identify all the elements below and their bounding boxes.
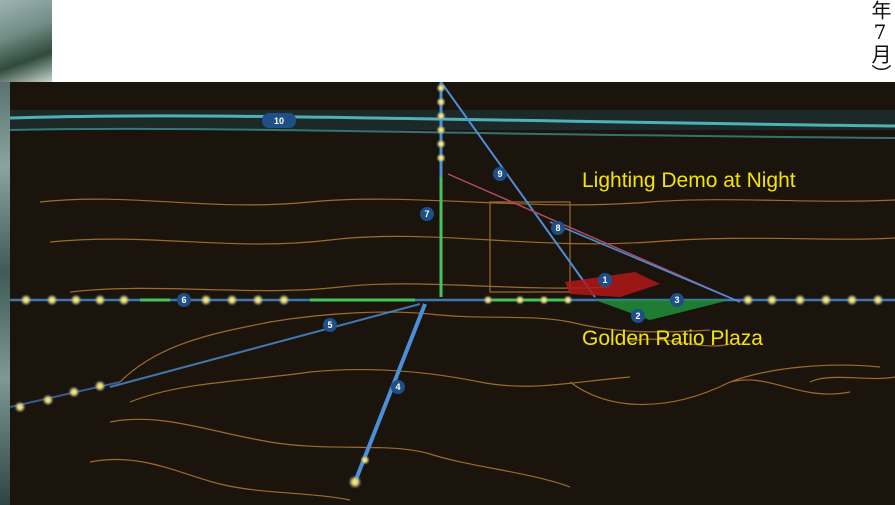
marker-4: 4 [391, 380, 405, 394]
vertical-caption-fragment: 年7月） [868, 0, 892, 84]
map-overlay: 1 2 3 4 5 6 7 8 9 10 [10, 82, 895, 501]
route-markers: 1 2 3 4 5 6 7 8 9 10 [177, 113, 684, 394]
left-photo-strip [0, 82, 10, 505]
marker-10: 10 [262, 113, 296, 128]
golden-ratio-plaza-label: Golden Ratio Plaza [582, 327, 763, 350]
marker-6: 6 [177, 293, 191, 307]
marker-8: 8 [551, 221, 565, 235]
svg-text:3: 3 [674, 295, 679, 305]
marker-2: 2 [631, 309, 645, 323]
svg-text:8: 8 [555, 223, 560, 233]
marker-1: 1 [598, 273, 612, 287]
night-map-image: 1 2 3 4 5 6 7 8 9 10 Lighting Demo at Ni… [10, 82, 895, 505]
marker-9: 9 [493, 167, 507, 181]
svg-text:9: 9 [497, 169, 502, 179]
route-8-line [447, 173, 741, 303]
marker-7: 7 [420, 207, 434, 221]
cropped-photo-fragment [0, 0, 52, 82]
svg-text:2: 2 [635, 311, 640, 321]
svg-text:6: 6 [181, 295, 186, 305]
svg-text:4: 4 [395, 382, 400, 392]
route-8-blue-line [549, 221, 741, 303]
lighting-demo-label: Lighting Demo at Night [582, 169, 796, 192]
route-10-line-secondary [10, 127, 895, 139]
svg-text:10: 10 [274, 116, 284, 126]
zone-1-red-area [565, 272, 660, 297]
route-10-line [10, 114, 895, 128]
svg-text:7: 7 [424, 209, 429, 219]
marker-3: 3 [670, 293, 684, 307]
marker-5: 5 [323, 318, 337, 332]
svg-text:5: 5 [327, 320, 332, 330]
svg-text:1: 1 [602, 275, 607, 285]
route-4-line [353, 303, 427, 483]
route-9-line [440, 82, 596, 298]
coastline-contours [39, 198, 895, 501]
route-light-dots [14, 83, 884, 489]
route-5-line [109, 303, 421, 388]
zone-2-green-triangle [595, 300, 730, 320]
